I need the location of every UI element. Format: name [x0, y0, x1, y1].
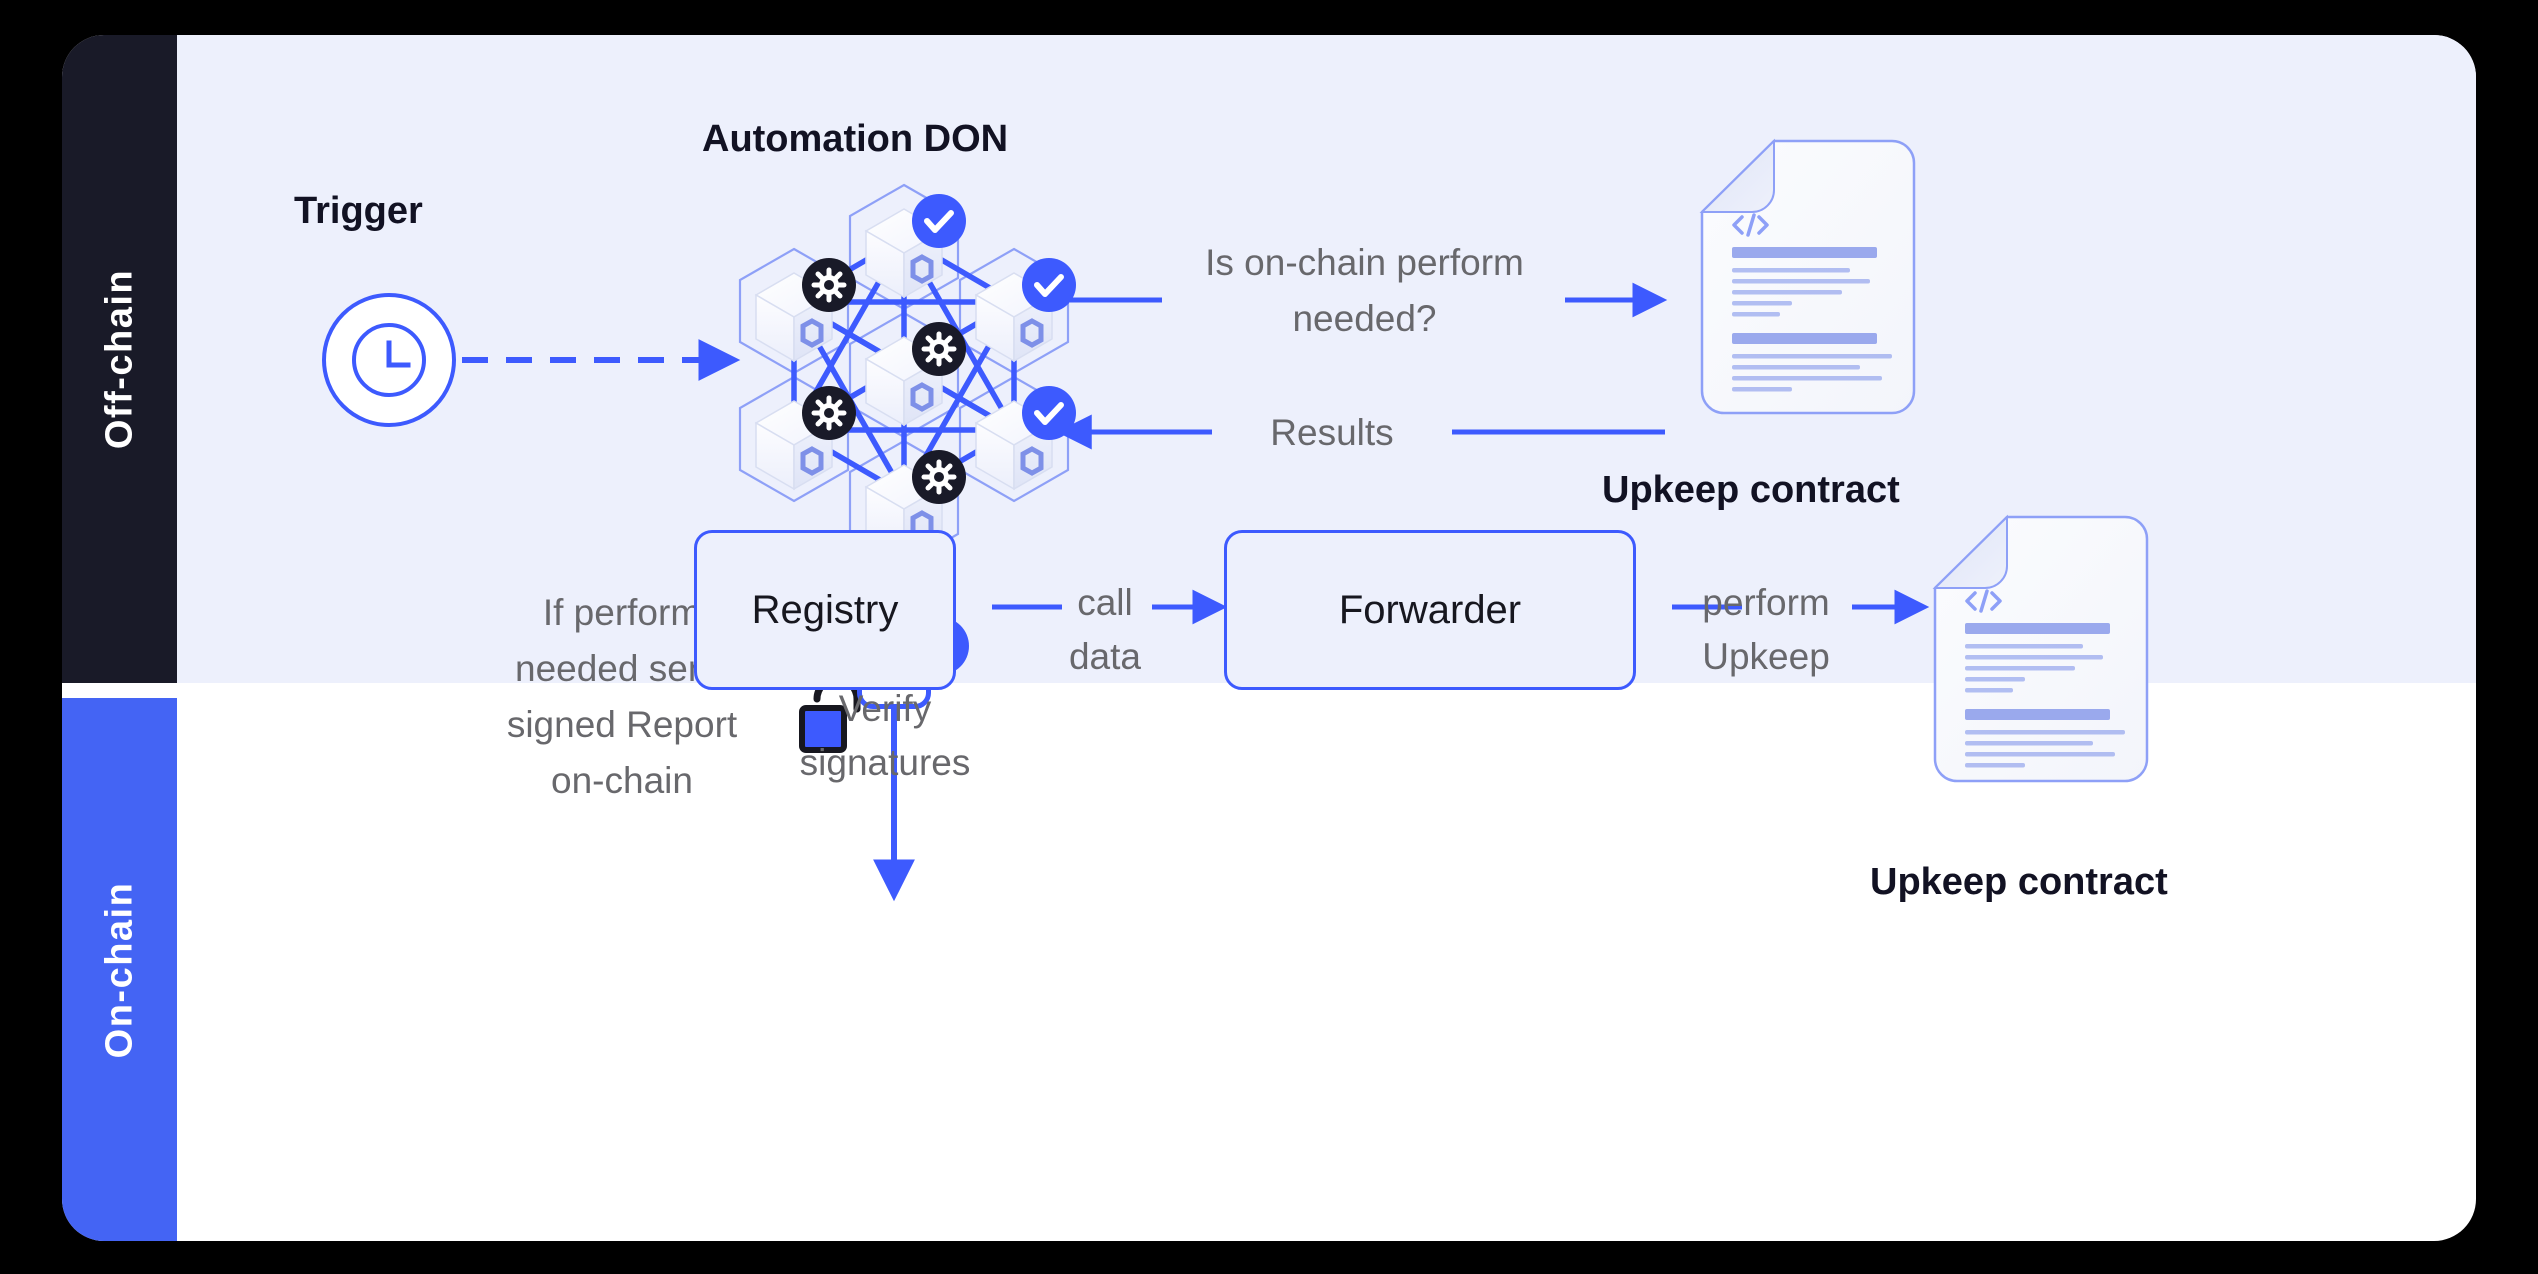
- don-title: Automation DON: [702, 118, 1009, 160]
- send-report-line2: needed send: [515, 648, 729, 689]
- offchain-sidebar-label: Off-chain: [98, 268, 140, 450]
- onchain-sidebar-label: On-chain: [98, 881, 140, 1058]
- forwarder-label: Forwarder: [1338, 587, 1522, 632]
- perform-question-line2: needed?: [1292, 298, 1437, 339]
- call-data-line2: data: [1068, 636, 1141, 677]
- upkeep-contract-label-onchain: Upkeep contract: [1870, 861, 2168, 903]
- diagram-card: Off-chain On-chain: [62, 35, 2476, 1241]
- perform-upkeep-line1: perform: [1702, 582, 1830, 623]
- send-report-line1: If perform: [542, 592, 702, 633]
- verify-signatures-line1: Verify: [838, 688, 932, 729]
- upkeep-contract-label-offchain: Upkeep contract: [1602, 469, 1900, 511]
- call-data-line1: call: [1077, 582, 1133, 623]
- forwarder-box[interactable]: Forwarder: [1224, 530, 1636, 690]
- perform-upkeep-line2: Upkeep: [1702, 636, 1830, 677]
- offchain-sidebar: Off-chain: [62, 35, 177, 683]
- verify-signatures-line2: signatures: [799, 742, 971, 783]
- trigger-clock-icon: [322, 293, 456, 427]
- registry-label: Registry: [751, 587, 899, 632]
- clock-face-icon: [352, 323, 426, 397]
- results-label: Results: [1270, 412, 1394, 453]
- onchain-sidebar: On-chain: [62, 698, 177, 1241]
- perform-question-line1: Is on-chain perform: [1205, 242, 1524, 283]
- registry-box[interactable]: Registry: [694, 530, 956, 690]
- send-report-line3: signed Report: [506, 704, 738, 745]
- trigger-label: Trigger: [294, 190, 423, 232]
- send-report-line4: on-chain: [551, 760, 693, 801]
